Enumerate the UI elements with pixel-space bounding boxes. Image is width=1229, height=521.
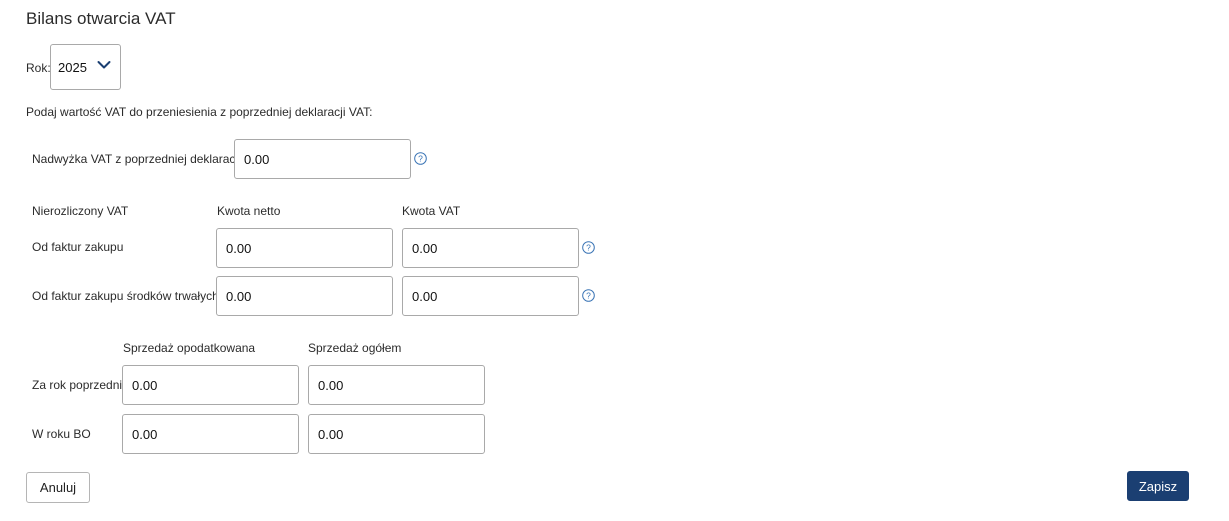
help-icon[interactable]: ? bbox=[414, 152, 427, 165]
year-select-value: 2025 bbox=[58, 59, 87, 75]
page-title: Bilans otwarcia VAT bbox=[26, 9, 176, 28]
instruction-text: Podaj wartość VAT do przeniesienia z pop… bbox=[26, 105, 373, 119]
fixed-assets-invoices-label: Od faktur zakupu środków trwałych bbox=[32, 289, 219, 303]
help-icon[interactable]: ? bbox=[582, 241, 595, 254]
opening-year-label: W roku BO bbox=[32, 427, 91, 441]
previous-year-label: Za rok poprzedni bbox=[32, 378, 123, 392]
total-sales-header: Sprzedaż ogółem bbox=[308, 341, 402, 355]
surplus-label: Nadwyżka VAT z poprzedniej deklaracji: bbox=[32, 152, 245, 166]
purchase-invoices-net-input[interactable] bbox=[216, 228, 393, 268]
chevron-down-icon bbox=[97, 61, 111, 69]
cancel-button[interactable]: Anuluj bbox=[26, 472, 90, 503]
opening-year-total-input[interactable] bbox=[308, 414, 485, 454]
help-icon[interactable]: ? bbox=[582, 289, 595, 302]
svg-text:?: ? bbox=[586, 243, 591, 253]
svg-text:?: ? bbox=[418, 154, 423, 164]
opening-year-taxed-input[interactable] bbox=[122, 414, 299, 454]
previous-year-taxed-input[interactable] bbox=[122, 365, 299, 405]
fixed-assets-net-input[interactable] bbox=[216, 276, 393, 316]
purchase-invoices-label: Od faktur zakupu bbox=[32, 240, 124, 254]
save-button[interactable]: Zapisz bbox=[1127, 471, 1189, 501]
fixed-assets-vat-input[interactable] bbox=[402, 276, 579, 316]
svg-text:?: ? bbox=[586, 291, 591, 301]
year-label: Rok: bbox=[26, 61, 51, 75]
taxed-sales-header: Sprzedaż opodatkowana bbox=[123, 341, 256, 355]
surplus-input[interactable] bbox=[234, 139, 411, 179]
purchase-invoices-vat-input[interactable] bbox=[402, 228, 579, 268]
net-amount-header: Kwota netto bbox=[217, 204, 281, 218]
year-select[interactable]: 2025 bbox=[50, 44, 121, 90]
previous-year-total-input[interactable] bbox=[308, 365, 485, 405]
vat-amount-header: Kwota VAT bbox=[402, 204, 461, 218]
unsettled-header: Nierozliczony VAT bbox=[32, 204, 129, 218]
